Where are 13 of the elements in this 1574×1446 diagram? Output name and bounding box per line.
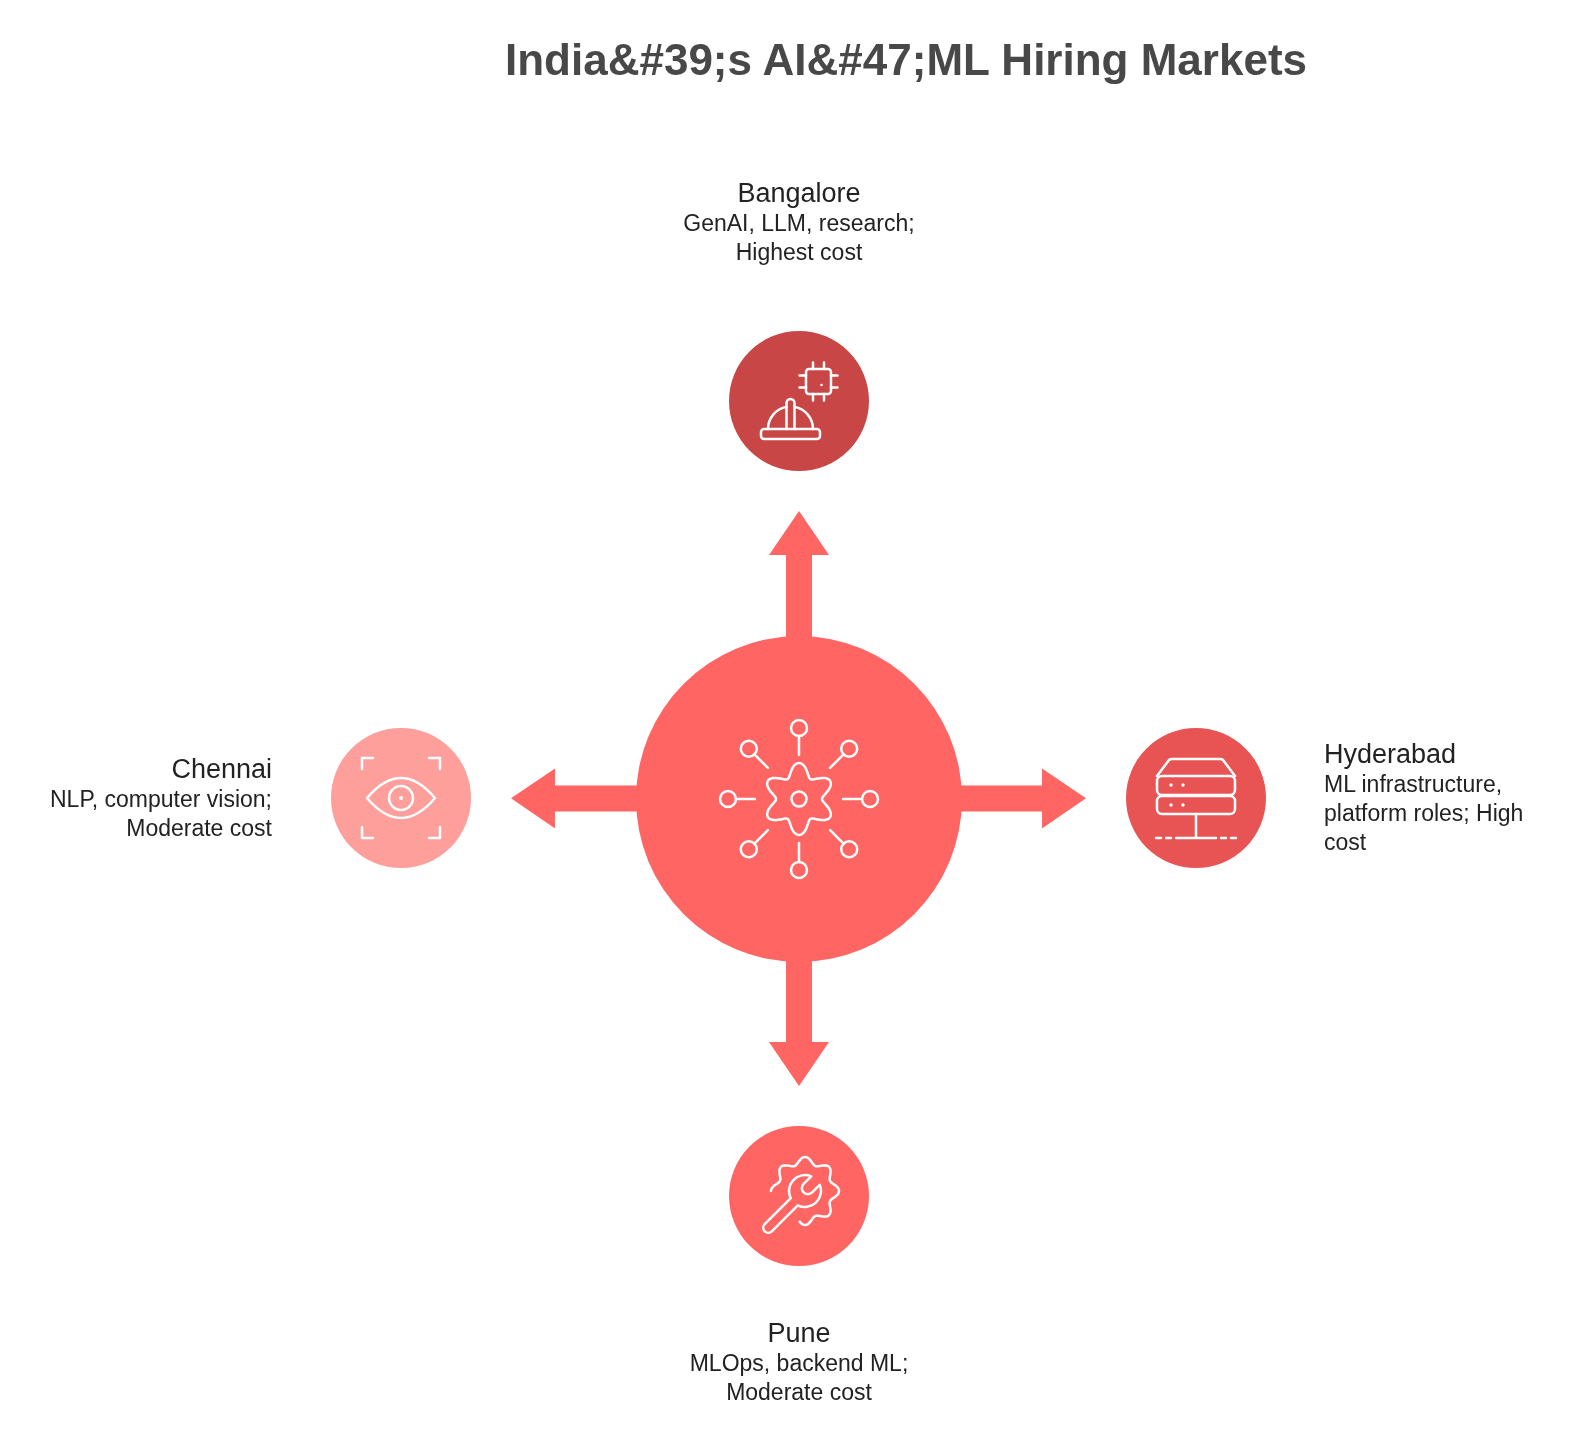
city-name: Pune [766, 1318, 832, 1349]
city-description: ML infrastructure, platform roles; High cost [1324, 770, 1525, 857]
arrow [511, 768, 639, 829]
arrow [960, 768, 1086, 829]
city-description: GenAI, LLM, research; Highest cost [682, 209, 916, 267]
city-name: Chennai [170, 753, 272, 785]
diagram-title: India&#39;s AI&#47;ML Hiring Markets [505, 34, 1307, 86]
city-name: Bangalore [736, 178, 862, 209]
arrow [769, 511, 829, 638]
city-description: NLP, computer vision; Moderate cost [49, 784, 272, 843]
arrow [769, 960, 829, 1086]
city-description: MLOps, backend ML; Moderate cost [688, 1349, 910, 1407]
city-name: Hyderabad [1324, 739, 1458, 770]
